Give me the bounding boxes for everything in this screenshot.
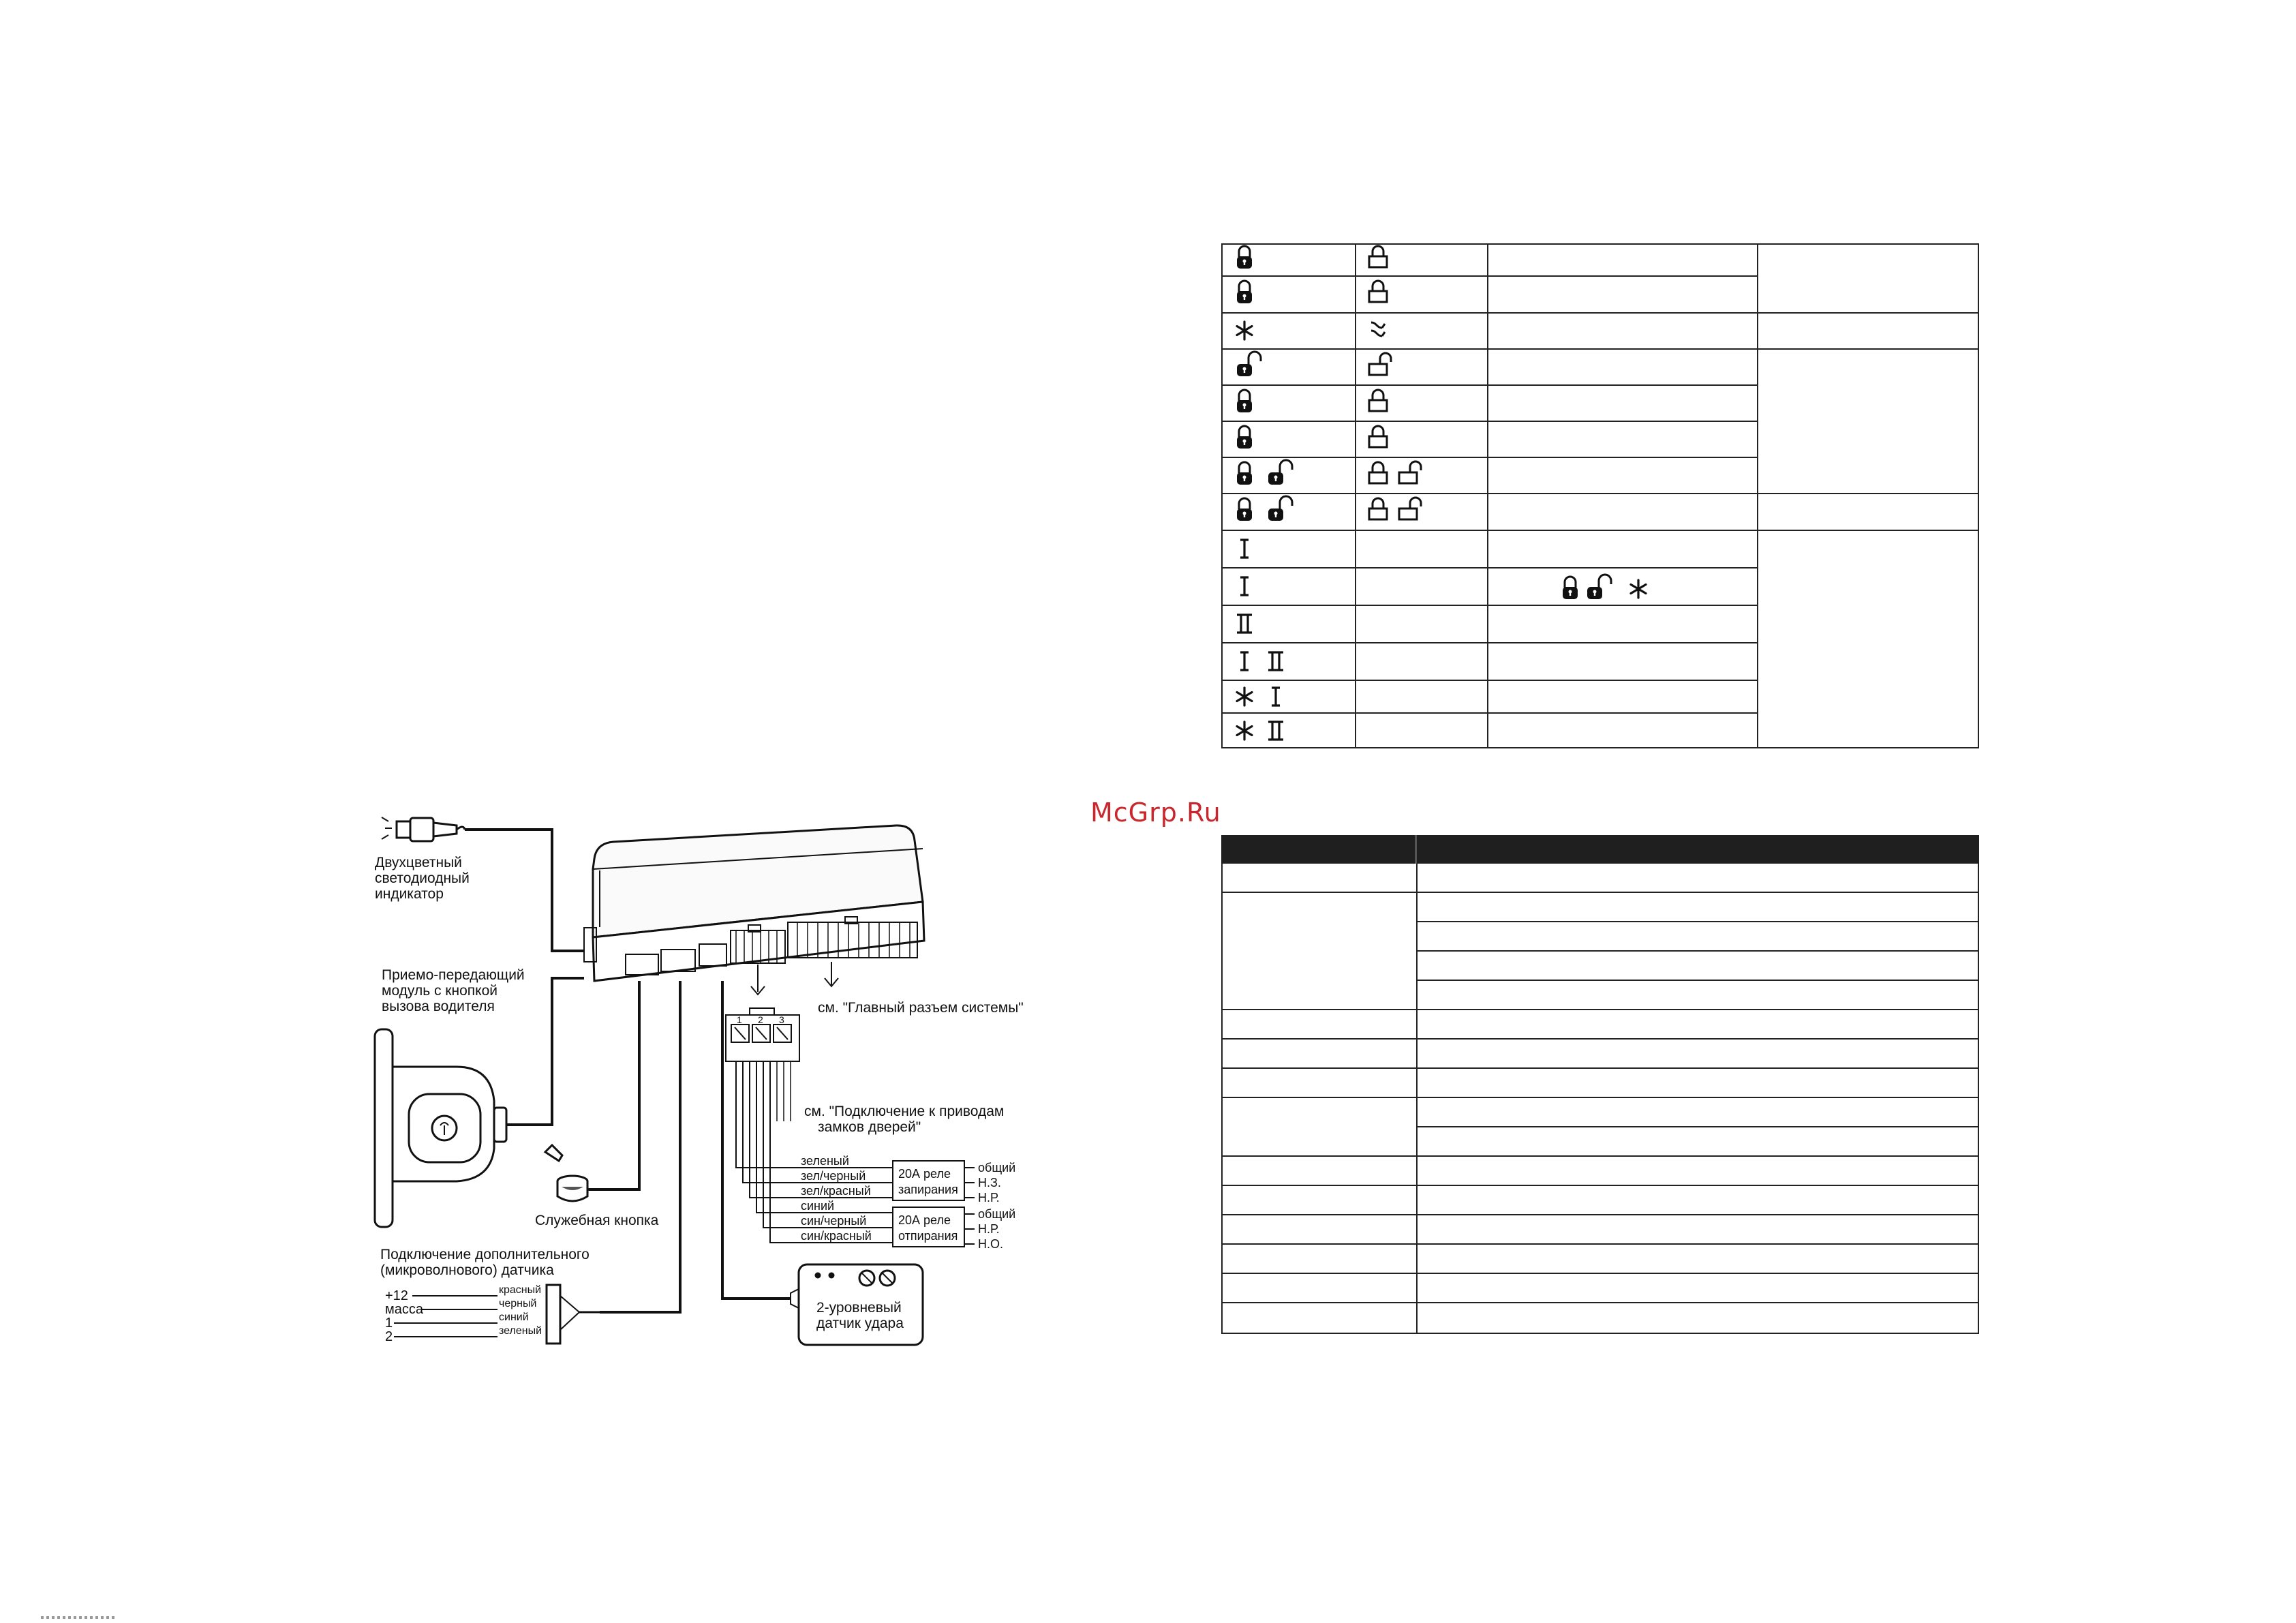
svg-text:синий: синий: [499, 1311, 529, 1323]
wiring-diagram: Двухцветный светодиодный индикатор Прием…: [373, 817, 1024, 1346]
svg-text:масса: масса: [385, 1302, 424, 1317]
svg-text:общий: общий: [978, 1207, 1015, 1221]
table-row: [1223, 1215, 1978, 1245]
svg-text:вызова водителя: вызова водителя: [382, 999, 495, 1014]
extra-sensor-label: Подключение дополнительного (микроволнов…: [380, 1247, 590, 1278]
led-indicator-label: Двухцветный светодиодный индикатор: [375, 855, 470, 902]
svg-text:син/красный: син/красный: [801, 1229, 872, 1243]
svg-text:2: 2: [385, 1329, 393, 1344]
svg-text:Н.Р.: Н.Р.: [978, 1191, 1000, 1204]
svg-text:светодиодный: светодиодный: [375, 870, 470, 886]
svg-text:син/черный: син/черный: [801, 1214, 866, 1228]
table-row: [1223, 864, 1978, 893]
svg-text:Приемо-передающий: Приемо-передающий: [382, 967, 525, 983]
svg-text:Н.З.: Н.З.: [978, 1176, 1001, 1189]
svg-text:общий: общий: [978, 1161, 1015, 1174]
table-row: [1223, 1098, 1978, 1127]
parameter-table: [1221, 835, 1979, 1334]
svg-text:20А реле: 20А реле: [898, 1167, 951, 1181]
table-row: [1223, 980, 1978, 1010]
service-button-icon: [543, 1143, 589, 1202]
svg-text:Н.О.: Н.О.: [978, 1237, 1003, 1251]
table-row: [1223, 1126, 1978, 1157]
table-row: [1223, 950, 1978, 981]
door-lock-connector-icon: [725, 1007, 800, 1062]
svg-text:1: 1: [737, 1014, 742, 1025]
svg-text:2-уровневый: 2-уровневый: [816, 1300, 902, 1316]
table-row: [1223, 1157, 1978, 1186]
lock-relay-icon: [892, 1160, 975, 1201]
table-row: [1223, 1245, 1978, 1274]
lcd-indicator-icons: [1368, 245, 1422, 521]
inline-hint-icons: [1561, 573, 1647, 601]
svg-text:зел/черный: зел/черный: [801, 1169, 866, 1183]
svg-text:1: 1: [385, 1316, 393, 1331]
table-row: [1223, 893, 1978, 922]
table-row: [1223, 1274, 1978, 1303]
svg-text:Двухцветный: Двухцветный: [375, 855, 462, 870]
svg-text:черный: черный: [499, 1298, 536, 1309]
svg-text:2: 2: [758, 1014, 763, 1025]
table-row: [1223, 1069, 1978, 1098]
transceiver-module-icon: [373, 1028, 508, 1228]
svg-text:Подключение дополнительного: Подключение дополнительного: [380, 1247, 590, 1262]
svg-text:индикатор: индикатор: [375, 886, 444, 902]
lock-relay-outputs: общий Н.З. Н.Р.: [978, 1161, 1015, 1204]
svg-text:синий: синий: [801, 1199, 834, 1213]
svg-text:+12: +12: [385, 1288, 408, 1303]
main-connector-label: см. "Главный разъем системы": [818, 1000, 1024, 1016]
shock-sensor-icon: [790, 1263, 924, 1346]
lock-relay-label: 20А реле запирания: [898, 1167, 958, 1196]
led-indicator-icon: [381, 817, 466, 843]
unlock-wire-colors: синий син/черный син/красный: [801, 1199, 872, 1243]
door-lock-label: см. "Подключение к приводам замков двере…: [804, 1104, 1004, 1135]
unlock-relay-outputs: общий Н.Р. Н.О.: [978, 1207, 1015, 1251]
svg-text:замков дверей": замков дверей": [818, 1119, 921, 1135]
svg-text:см. "Подключение к приводам: см. "Подключение к приводам: [804, 1104, 1004, 1119]
table-body: [1221, 864, 1979, 1334]
svg-text:зел/красный: зел/красный: [801, 1184, 871, 1198]
unlock-relay-icon: [892, 1207, 975, 1247]
table-row: [1223, 1186, 1978, 1215]
main-unit: [583, 824, 925, 982]
watermark: McGrp.Ru: [1090, 798, 1221, 828]
svg-text:3: 3: [779, 1014, 784, 1025]
svg-text:запирания: запирания: [898, 1183, 958, 1196]
table-row: [1223, 1040, 1978, 1069]
unlock-relay-label: 20А реле отпирания: [898, 1213, 958, 1243]
svg-text:зеленый: зеленый: [499, 1325, 542, 1337]
extra-sensor-connector-icon: [545, 1284, 600, 1345]
svg-text:(микроволнового) датчика: (микроволнового) датчика: [380, 1262, 554, 1278]
svg-text:20А реле: 20А реле: [898, 1213, 951, 1227]
extra-sensor-wire-colors: красный черный синий зеленый: [499, 1284, 542, 1337]
page-edge-mark: [41, 1616, 116, 1619]
svg-text:зеленый: зеленый: [801, 1154, 849, 1168]
table-header: [1221, 835, 1979, 864]
transceiver-module-label: Приемо-передающий модуль с кнопкой вызов…: [382, 967, 525, 1014]
svg-text:датчик удара: датчик удара: [816, 1316, 904, 1331]
symbol-table: [1221, 243, 1979, 748]
service-button-label: Служебная кнопка: [535, 1213, 659, 1228]
svg-text:модуль с кнопкой: модуль с кнопкой: [382, 983, 498, 999]
extra-sensor-pins: +12 масса 1 2: [385, 1288, 424, 1344]
lock-wire-colors: зеленый зел/черный зел/красный: [801, 1154, 871, 1198]
table-row: [1223, 1303, 1978, 1333]
shock-sensor-label: 2-уровневый датчик удара: [816, 1300, 904, 1331]
svg-text:красный: красный: [499, 1284, 541, 1296]
svg-text:отпирания: отпирания: [898, 1229, 958, 1243]
table-row: [1223, 1010, 1978, 1040]
table-row: [1223, 921, 1978, 952]
svg-text:Н.Р.: Н.Р.: [978, 1222, 1000, 1236]
door-lock-connector-pins: 1 2 3: [737, 1014, 784, 1025]
